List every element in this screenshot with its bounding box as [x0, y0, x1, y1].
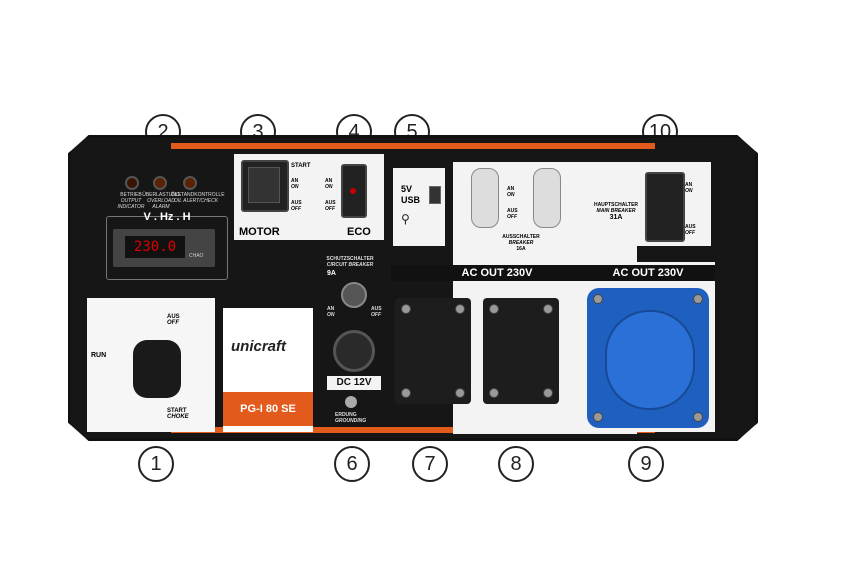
meter-title: V . Hz . H: [143, 211, 191, 223]
screw: [593, 294, 603, 304]
usb-voltage: 5V: [401, 184, 413, 194]
usb-port[interactable]: [429, 186, 441, 204]
model-badge: PG-I 80 SE: [223, 392, 313, 426]
ac-socket-right[interactable]: [483, 298, 559, 404]
oil-alert-light: [183, 176, 197, 190]
meter-reading: 230.0: [133, 239, 177, 255]
cee-socket-lid[interactable]: [605, 310, 695, 410]
meter-display: 230.0: [125, 236, 185, 258]
blue-cee-socket[interactable]: [587, 288, 709, 428]
dc-12v-outlet[interactable]: [333, 330, 375, 372]
ac-socket-left[interactable]: [395, 298, 471, 404]
choke-knob[interactable]: [133, 340, 181, 398]
breaker-right[interactable]: [533, 168, 561, 228]
screw: [543, 388, 553, 398]
bottom-accent-stripe: [171, 427, 655, 433]
eco-switch[interactable]: [341, 164, 367, 218]
screw: [401, 388, 411, 398]
ground-terminal[interactable]: [345, 396, 357, 408]
callout-8: 8: [498, 446, 534, 482]
model-name: PG-I 80 SE: [240, 403, 296, 415]
screw: [455, 304, 465, 314]
callout-6: 6: [334, 446, 370, 482]
output-indicator-light: [125, 176, 139, 190]
eco-label: ECO: [347, 226, 371, 238]
screw: [543, 304, 553, 314]
meter-display-frame: 230.0 CHAO: [113, 229, 215, 267]
motor-switch-inner: [248, 167, 280, 203]
screw: [593, 412, 603, 422]
usb-icon: ⚲: [401, 212, 410, 226]
callout-1: 1: [138, 446, 174, 482]
screw: [489, 304, 499, 314]
ac-out-right-label: AC OUT 230V: [581, 265, 715, 281]
screw: [489, 388, 499, 398]
usb-label: USB: [401, 195, 421, 205]
motor-start-switch[interactable]: [241, 160, 289, 212]
screw: [401, 304, 411, 314]
motor-start-label: START: [291, 163, 311, 169]
vhzh-meter: V . Hz . H 230.0 CHAO: [106, 211, 228, 280]
overload-alarm-light: [153, 176, 167, 190]
breaker-left[interactable]: [471, 168, 499, 228]
screw: [693, 294, 703, 304]
motor-label: MOTOR: [239, 226, 280, 238]
screw: [693, 412, 703, 422]
dc-12v-label: DC 12V: [327, 376, 381, 390]
choke-run-label: RUN: [91, 352, 107, 359]
top-accent-stripe: [171, 143, 655, 149]
callout-9: 9: [628, 446, 664, 482]
dc-breaker-button[interactable]: [341, 282, 367, 308]
usb-panel: [393, 168, 445, 246]
screw: [455, 388, 465, 398]
meter-unit: CHAO: [189, 253, 204, 259]
main-breaker-switch[interactable]: [645, 172, 685, 242]
eco-switch-dot: [350, 188, 356, 194]
ac-out-left-label: AC OUT 230V: [391, 265, 603, 281]
brand-logo: unicraft: [231, 338, 287, 355]
callout-7: 7: [412, 446, 448, 482]
dc-breaker-rating: 9A: [327, 270, 336, 277]
